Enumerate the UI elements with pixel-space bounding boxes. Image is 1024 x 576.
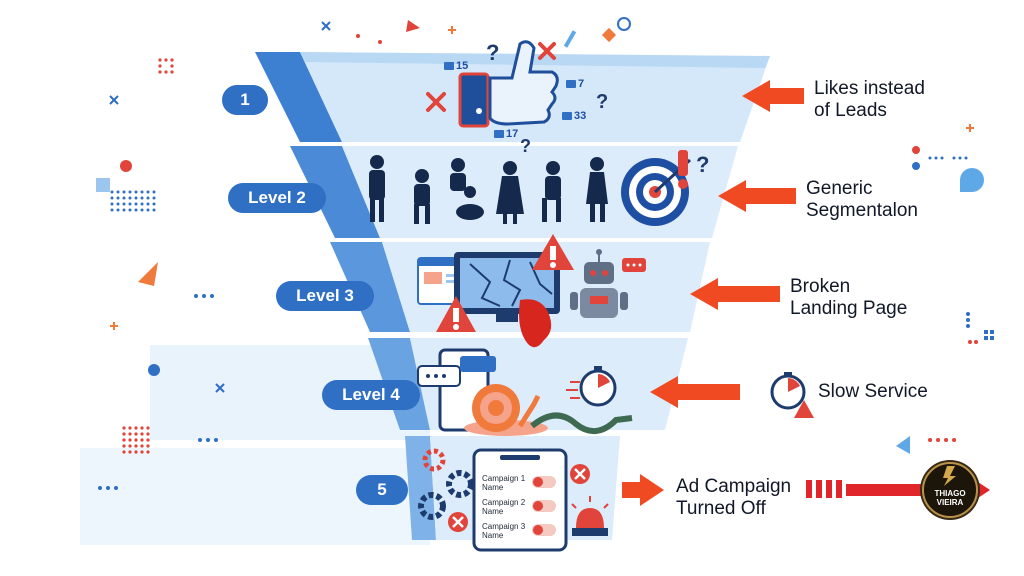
background-band [150, 345, 430, 440]
issue-label-level-3: Broken Landing Page [790, 276, 908, 319]
like-count: 33 [574, 110, 587, 122]
like-count: 7 [578, 78, 585, 90]
arrow-left-icon [742, 80, 804, 112]
decorative-shapes [96, 17, 994, 490]
snake-icon [530, 412, 633, 434]
robot-icon [570, 249, 628, 318]
close-icon [426, 42, 556, 112]
gear-icon [418, 448, 474, 520]
arrow-left-icon [690, 278, 780, 310]
like-count: 17 [506, 128, 519, 140]
issue-label-level-4: Slow Service [818, 381, 928, 402]
toggle-off-switches [532, 476, 556, 536]
snail-icon [464, 384, 548, 436]
siren-icon [571, 496, 609, 536]
question-mark-icon: ? [596, 91, 608, 113]
arrow-left-icon [650, 376, 740, 408]
logo-text: THIAGO VIEIRA [934, 489, 966, 507]
level-5-pill: 5 [356, 475, 408, 505]
issue-label-level-1: Likes instead of Leads [814, 78, 925, 121]
campaign-name: Campaign 1 Name [482, 474, 526, 492]
question-mark-icon: ? [696, 152, 709, 177]
mini-like-icon [444, 62, 576, 138]
stopwatch-icon [770, 372, 814, 418]
warning-icon [436, 234, 574, 332]
pointer-arrows [622, 80, 804, 506]
alert-exclamation-icon [678, 150, 688, 189]
people-silhouettes-icon [369, 155, 608, 224]
brand-logo [920, 460, 980, 520]
issue-label-level-5: Ad Campaign Turned Off [676, 476, 792, 519]
thumbs-up-icon [458, 40, 559, 128]
question-mark-icon: ? [486, 40, 499, 65]
close-circle-icon [448, 464, 590, 532]
level-3-pill: Level 3 [276, 281, 374, 311]
level-2-pill: Level 2 [228, 183, 326, 213]
arrow-left-icon [718, 180, 796, 212]
level-1-pill: 1 [222, 85, 268, 115]
background-band [80, 448, 430, 545]
arrow-right-icon [622, 474, 664, 506]
campaign-name: Campaign 3 Name [482, 522, 526, 540]
campaign-name: Campaign 2 Name [482, 498, 526, 516]
target-icon [621, 158, 692, 226]
like-count: 15 [456, 60, 469, 72]
level-4-pill: Level 4 [322, 380, 420, 410]
chat-bubble-icon [622, 258, 646, 272]
question-mark-icon: ? [520, 136, 531, 156]
issue-label-level-2: Generic Segmentalon [806, 178, 918, 221]
stopwatch-icon [566, 366, 617, 407]
